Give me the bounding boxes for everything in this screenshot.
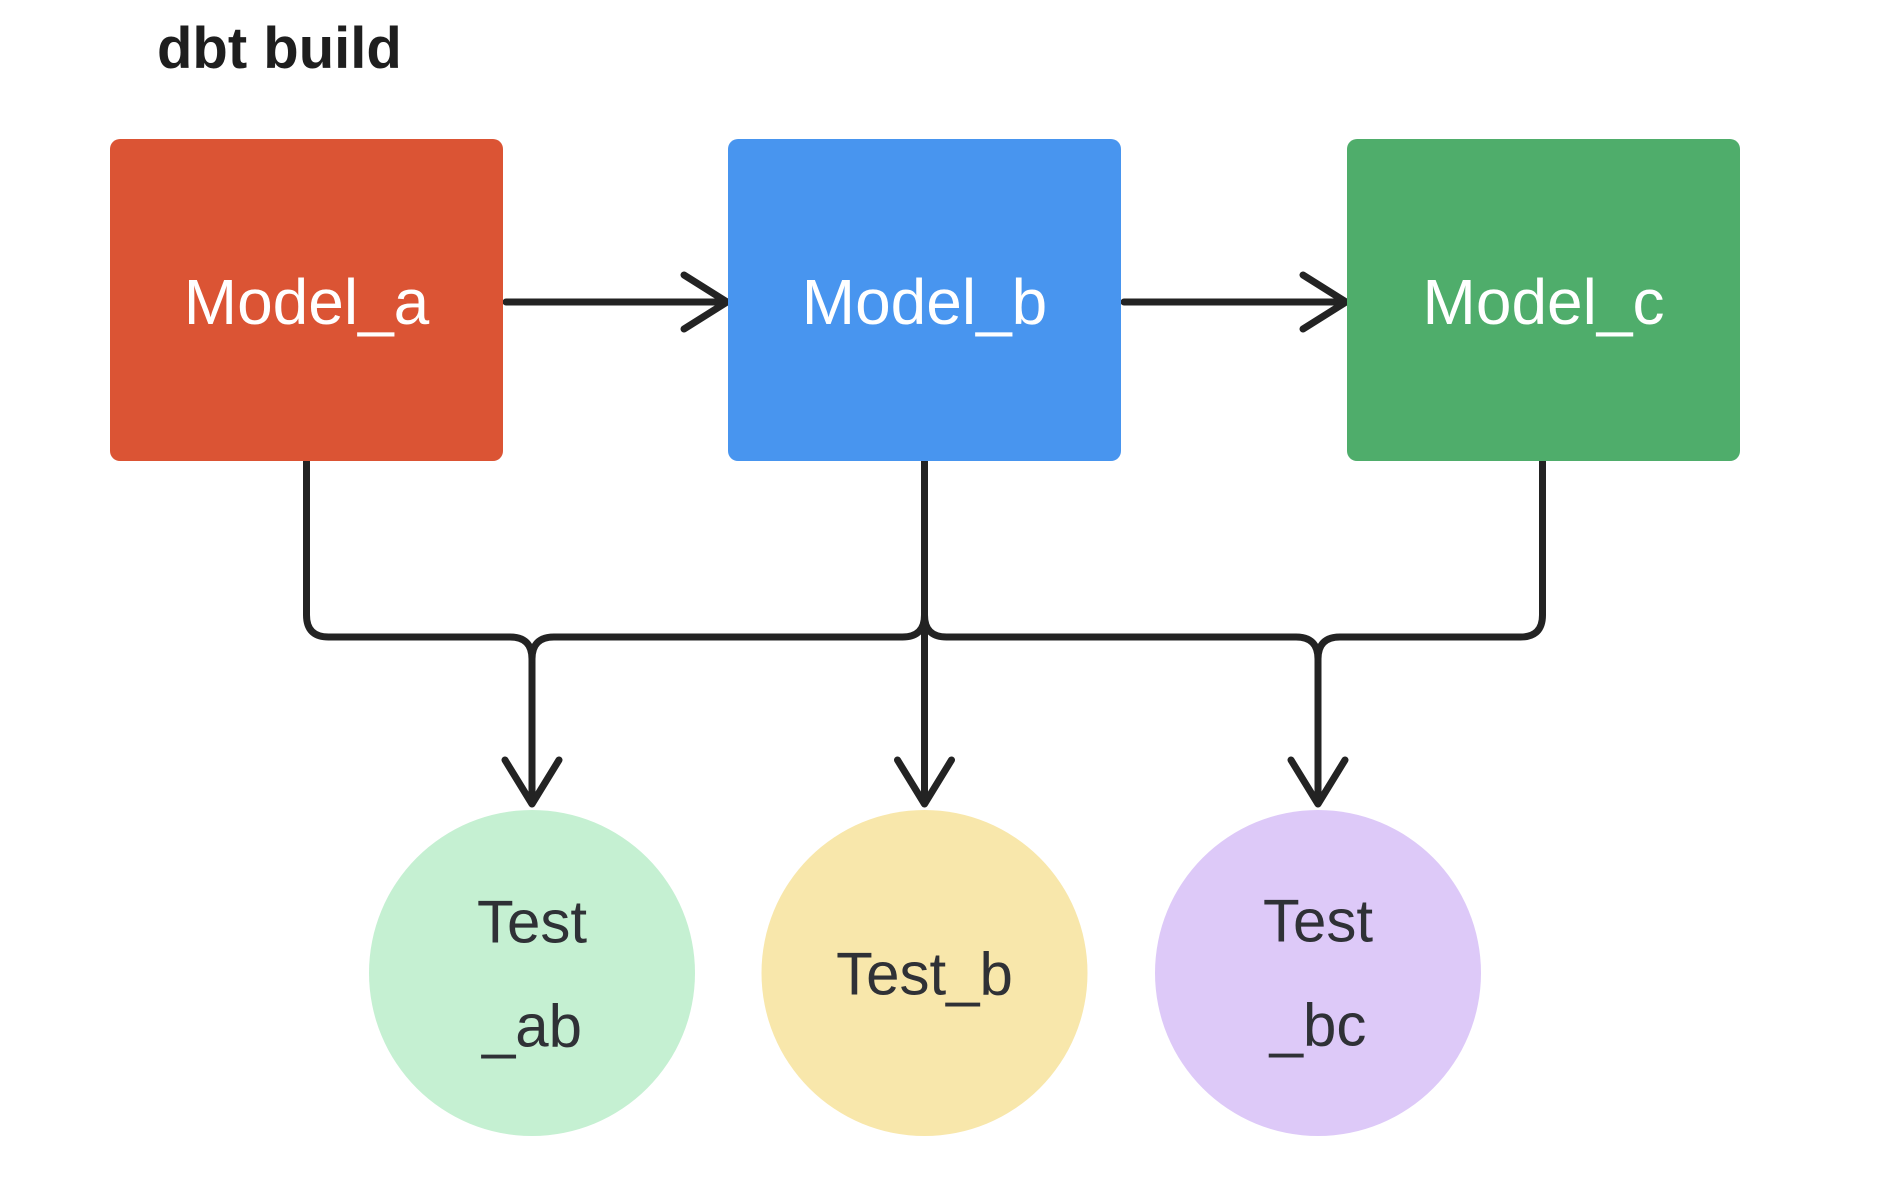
page-title: dbt build: [157, 16, 402, 81]
test-bc-node: [1155, 810, 1481, 1136]
test-node-layer: Test _ab Test_b Test _bc: [369, 810, 1481, 1136]
test-ab-node: [369, 810, 695, 1136]
edge-layer: [303, 271, 1546, 808]
edge-model-a-to-test-ab: [303, 457, 536, 806]
model-a-node: [110, 139, 503, 461]
test-ab-label-line2: _ab: [481, 993, 582, 1060]
arrowhead-right-model-b: [680, 271, 731, 333]
arrowhead-down-test-b: [894, 756, 955, 808]
model-b-label: Model_b: [802, 266, 1048, 338]
arrowhead-down-test-ab: [501, 756, 563, 808]
edge-model-b-to-test-ab: [528, 457, 928, 663]
model-a-label: Model_a: [184, 266, 430, 338]
test-b-label: Test_b: [836, 941, 1013, 1008]
edge-model-c-to-test-bc: [1314, 457, 1546, 663]
test-bc-label-line1: Test: [1263, 888, 1373, 955]
test-bc-label-line2: _bc: [1269, 992, 1367, 1059]
arrowhead-down-test-bc: [1287, 756, 1349, 808]
test-ab-label-line1: Test: [477, 889, 587, 956]
edge-model-b-to-test-bc: [921, 457, 1322, 806]
model-c-label: Model_c: [1423, 266, 1665, 338]
model-c-node: [1347, 139, 1740, 461]
arrowhead-right-model-c: [1299, 271, 1350, 333]
model-b-node: [728, 139, 1121, 461]
model-node-layer: Model_a Model_b Model_c: [110, 139, 1740, 461]
test-b-node: [761, 810, 1088, 1136]
